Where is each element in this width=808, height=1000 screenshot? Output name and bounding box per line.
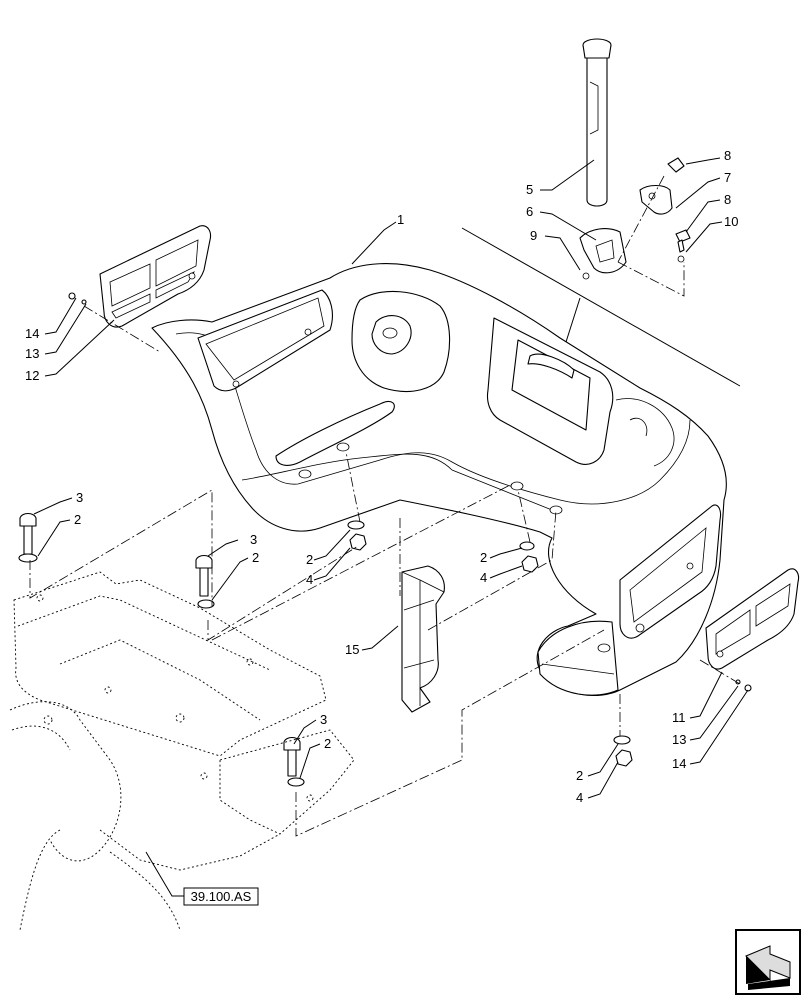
callout-6: 6 bbox=[526, 204, 533, 219]
section-reference-label: 39.100.AS bbox=[191, 889, 252, 904]
callout-4: 4 bbox=[480, 570, 487, 585]
callout-2: 2 bbox=[576, 768, 583, 783]
callout-3: 3 bbox=[250, 532, 257, 547]
bolt-8-lower bbox=[675, 229, 691, 253]
orientation-arrow-icon bbox=[735, 929, 801, 995]
callout-2: 2 bbox=[480, 550, 487, 565]
pin bbox=[582, 38, 612, 207]
callout-14: 14 bbox=[25, 326, 39, 341]
callout-13: 13 bbox=[25, 346, 39, 361]
washer-10 bbox=[677, 255, 685, 263]
bolt-14-right bbox=[735, 679, 752, 692]
washers-nuts bbox=[347, 520, 633, 767]
callout-15: 15 bbox=[345, 642, 359, 657]
callout-12: 12 bbox=[25, 368, 39, 383]
callout-14: 14 bbox=[672, 756, 686, 771]
alignment-lines bbox=[29, 175, 741, 837]
callout-2: 2 bbox=[324, 736, 331, 751]
callout-1: 1 bbox=[397, 212, 404, 227]
leader-lines bbox=[33, 157, 749, 897]
callout-2: 2 bbox=[74, 512, 81, 527]
callout-3: 3 bbox=[320, 712, 327, 727]
bolt-14-left bbox=[68, 292, 87, 305]
latch-clip bbox=[639, 184, 673, 215]
hook-bracket bbox=[579, 228, 627, 274]
nut-9 bbox=[582, 272, 590, 280]
tractor-frame bbox=[9, 571, 355, 931]
bolt-3-lower bbox=[283, 736, 305, 787]
callout-2: 2 bbox=[252, 550, 259, 565]
callout-2: 2 bbox=[306, 552, 313, 567]
right-grille-panel bbox=[705, 568, 800, 670]
counterweight-body bbox=[151, 263, 727, 696]
callout-8: 8 bbox=[724, 148, 731, 163]
bolt-8-upper bbox=[667, 157, 685, 173]
callout-5: 5 bbox=[526, 182, 533, 197]
callout-13: 13 bbox=[672, 732, 686, 747]
callout-11: 11 bbox=[672, 710, 686, 725]
callout-3: 3 bbox=[76, 490, 83, 505]
callout-10: 10 bbox=[724, 214, 738, 229]
callout-labels: 1 5 6 7 8 8 9 10 14 13 12 3 2 3 2 2 4 2 … bbox=[25, 148, 738, 805]
section-reference-box[interactable]: 39.100.AS bbox=[183, 887, 259, 906]
callout-4: 4 bbox=[576, 790, 583, 805]
callout-7: 7 bbox=[724, 170, 731, 185]
callout-9: 9 bbox=[530, 228, 537, 243]
bolt-3-left bbox=[18, 512, 38, 563]
spacer-block bbox=[401, 565, 445, 713]
bolt-3-middle bbox=[195, 554, 215, 609]
callout-4: 4 bbox=[306, 572, 313, 587]
left-grille-panel bbox=[99, 225, 212, 328]
callout-8: 8 bbox=[724, 192, 731, 207]
